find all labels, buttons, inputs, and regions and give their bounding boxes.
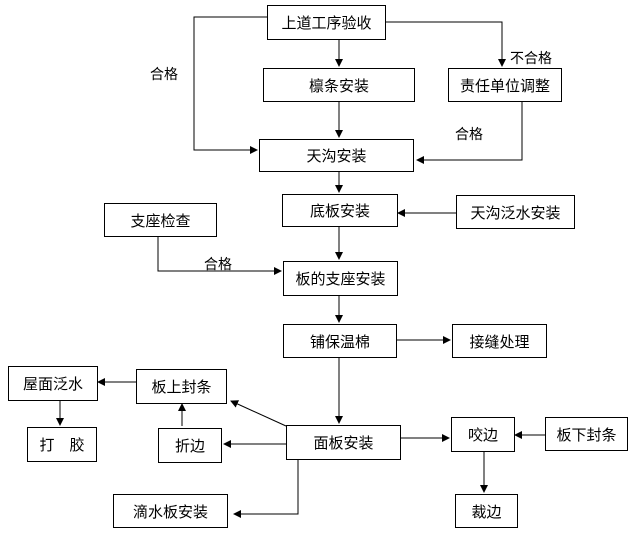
node-glue: 打 胶 bbox=[27, 427, 97, 462]
node-panel-install: 面板安装 bbox=[286, 425, 401, 460]
node-plate-support-install: 板的支座安装 bbox=[283, 261, 398, 296]
label-qualified-right: 合格 bbox=[455, 127, 483, 143]
edge-inspection-to-gutter bbox=[193, 16, 267, 154]
node-seam-bite: 咬边 bbox=[451, 417, 515, 452]
label-qualified-left: 合格 bbox=[150, 67, 178, 83]
node-trim-edge: 裁边 bbox=[455, 494, 518, 528]
node-purlin-install: 檩条安装 bbox=[263, 68, 415, 102]
label-qualified-support: 合格 bbox=[204, 257, 232, 273]
node-gutter-install: 天沟安装 bbox=[259, 139, 414, 172]
node-lower-seal-strip: 板下封条 bbox=[545, 417, 628, 451]
node-upstream-inspection: 上道工序验收 bbox=[267, 5, 386, 40]
edge-inspection-to-adjust bbox=[386, 21, 506, 67]
node-insulation-laying: 铺保温棉 bbox=[283, 324, 397, 358]
edge-check-to-support bbox=[157, 237, 282, 275]
edge-adjust-to-gutter bbox=[416, 102, 523, 164]
label-unqualified: 不合格 bbox=[510, 51, 552, 67]
node-seam-treatment: 接缝处理 bbox=[452, 324, 547, 358]
edge-panel-to-upper-seal bbox=[230, 400, 287, 427]
node-responsible-adjust: 责任单位调整 bbox=[448, 68, 562, 102]
node-drip-plate-install: 滴水板安装 bbox=[113, 494, 228, 528]
node-gutter-flashing-install: 天沟泛水安装 bbox=[456, 195, 575, 229]
node-roof-flashing: 屋面泛水 bbox=[8, 366, 98, 401]
edge-panel-to-drip bbox=[233, 460, 299, 518]
node-fold-edge: 折边 bbox=[158, 428, 222, 463]
node-support-inspection: 支座检查 bbox=[104, 203, 217, 237]
node-base-plate-install: 底板安装 bbox=[282, 194, 398, 227]
node-upper-seal-strip: 板上封条 bbox=[136, 369, 227, 404]
